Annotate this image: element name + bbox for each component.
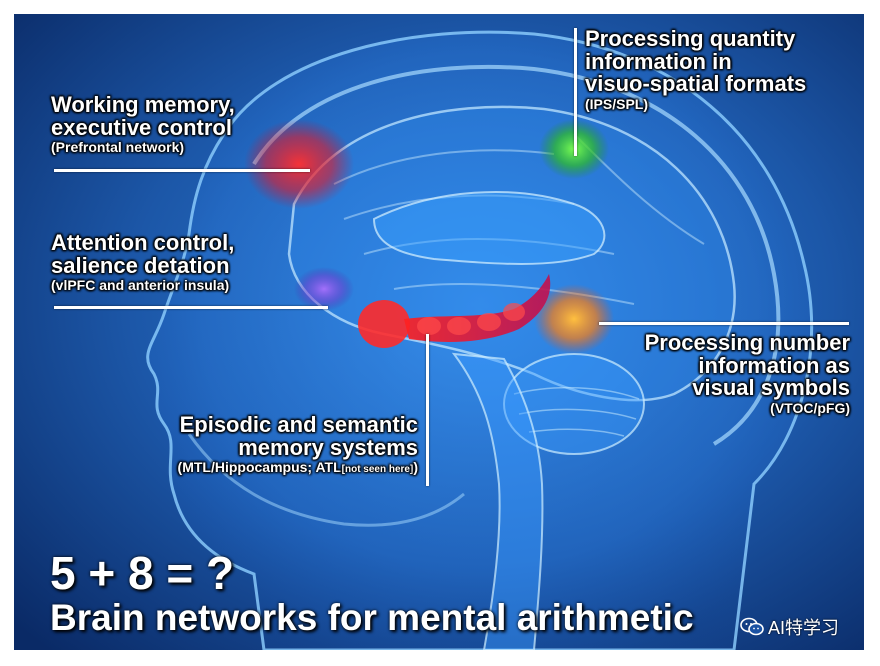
- number-label: Processing number information as visual …: [644, 330, 850, 416]
- amygdala-activation: [358, 300, 410, 348]
- insula-activation: [294, 267, 354, 311]
- quantity-label: Processing quantity information in visuo…: [585, 26, 807, 112]
- skull-outline: [252, 64, 781, 446]
- vtoc-activation: [534, 284, 614, 354]
- brain-illustration: [14, 14, 864, 650]
- working-memory-label: Working memory, executive control (Prefr…: [51, 92, 235, 156]
- quantity-rule: [574, 28, 577, 156]
- watermark-text: AI特学习: [768, 618, 840, 638]
- attention-rule: [54, 306, 328, 309]
- memory-region: (MTL/Hippocampus; ATL: [177, 459, 342, 476]
- watermark: AI特学习: [740, 614, 839, 640]
- memory-label: Episodic and semantic memory systems (MT…: [177, 412, 418, 476]
- prefrontal-activation: [244, 119, 354, 209]
- memory-region-note: [not seen here]: [341, 464, 414, 476]
- working-memory-rule: [54, 169, 310, 172]
- equation: 5 + 8 = ?: [50, 547, 235, 599]
- brainstem: [451, 352, 544, 650]
- corpus-callosum: [372, 191, 606, 265]
- illustration-frame: Working memory, executive control (Prefr…: [14, 14, 864, 650]
- poster-title: Brain networks for mental arithmetic: [50, 597, 694, 638]
- attention-label: Attention control, salience detation (vl…: [51, 230, 235, 294]
- memory-rule: [426, 334, 429, 486]
- number-rule: [599, 322, 849, 325]
- wechat-icon: [740, 617, 764, 636]
